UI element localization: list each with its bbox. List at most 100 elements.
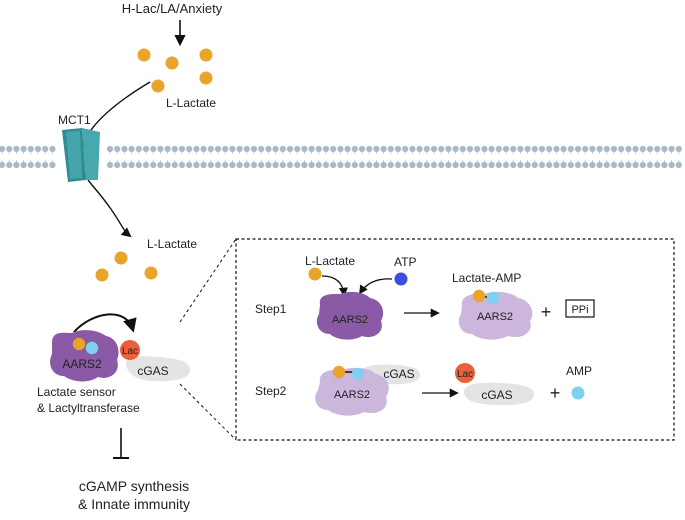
lipid-head: [654, 161, 661, 169]
lipid-head: [150, 161, 157, 169]
lipid-head: [423, 161, 430, 169]
cell-membrane: [0, 145, 682, 169]
main-aars2-cgas-complex: AARS2 cGAS Lac: [50, 313, 190, 382]
lipid-head: [171, 145, 178, 153]
lipid-head: [416, 145, 423, 153]
main-lac-badge: [120, 340, 140, 360]
lipid-head: [596, 145, 603, 153]
step2-aars2-blob: [315, 367, 389, 416]
lipid-head: [142, 145, 150, 153]
lipid-head: [27, 145, 34, 153]
lipid-head: [459, 145, 466, 153]
lipid-head: [308, 161, 315, 169]
step2-lac-badge: [455, 363, 475, 383]
lipid-head: [229, 161, 236, 169]
lipid-head: [538, 161, 546, 169]
lipid-head: [106, 161, 114, 169]
step1-plus: +: [541, 302, 552, 322]
lipid-head: [6, 161, 13, 169]
lipid-head: [618, 145, 625, 153]
lipid-head: [164, 145, 171, 153]
lipid-head: [524, 161, 531, 169]
lipid-head: [488, 161, 495, 169]
step2-aars2-label: AARS2: [334, 389, 370, 401]
lipid-head: [430, 161, 438, 169]
lipid-head: [49, 161, 56, 169]
lipid-head: [330, 161, 337, 169]
lipid-head: [42, 145, 49, 153]
main-cgas-blob: [126, 356, 190, 382]
lipid-head: [517, 145, 524, 153]
lipid-head: [121, 161, 128, 169]
lipid-head: [560, 145, 567, 153]
lipid-head: [402, 145, 409, 153]
lipid-head: [510, 145, 517, 153]
lipid-head: [20, 161, 27, 169]
lipid-head: [466, 161, 474, 169]
lipid-head: [546, 161, 553, 169]
lipid-head: [0, 145, 6, 153]
lipid-head: [358, 145, 366, 153]
step2-amp-dot: [351, 367, 365, 381]
lipid-head: [106, 145, 114, 153]
main-lactate-dot: [72, 337, 86, 351]
lipid-head: [250, 145, 258, 153]
step2-label: Step2: [255, 384, 287, 398]
lipid-head: [610, 161, 618, 169]
lipid-head: [438, 161, 445, 169]
lipid-head: [438, 145, 445, 153]
lipid-head: [474, 145, 481, 153]
lipid-head: [265, 145, 272, 153]
lipid-head: [135, 145, 142, 153]
lipid-head: [308, 145, 315, 153]
lipid-head: [49, 145, 56, 153]
step1-atp-label: ATP: [394, 255, 416, 269]
lipid-head: [409, 145, 416, 153]
mct1-transporter: [62, 128, 100, 182]
lipid-head: [193, 145, 200, 153]
lipid-head: [164, 161, 171, 169]
lipid-head: [373, 161, 380, 169]
lipid-head: [186, 145, 193, 153]
lipid-head: [222, 145, 229, 153]
lipid-head: [142, 161, 150, 169]
lipid-head: [495, 161, 502, 169]
lipid-head: [668, 145, 675, 153]
amp-label: AMP: [566, 364, 592, 378]
lipid-head: [128, 161, 135, 169]
lipid-head: [409, 161, 416, 169]
lipid-head: [286, 145, 294, 153]
lipid-head: [6, 145, 13, 153]
lipid-head: [661, 145, 668, 153]
lipid-head: [596, 161, 603, 169]
lipid-head: [301, 161, 308, 169]
lipid-head: [366, 161, 373, 169]
lipid-head: [178, 161, 186, 169]
lipid-head: [366, 145, 373, 153]
lipid-head: [344, 161, 351, 169]
lipid-head: [445, 161, 452, 169]
step1-aars2-blob: [316, 291, 384, 340]
lipid-head: [279, 161, 286, 169]
lipid-head: [423, 145, 430, 153]
lipid-head: [42, 161, 49, 169]
lipid-head: [502, 145, 510, 153]
lipid-head: [625, 161, 632, 169]
lipid-head: [474, 161, 481, 169]
step1-lactate-label: L-Lactate: [305, 254, 355, 268]
step2-cgas-label: cGAS: [383, 367, 414, 381]
lipid-head: [200, 161, 207, 169]
main-cgas-label: cGAS: [137, 364, 168, 378]
lipid-head: [243, 145, 250, 153]
lipid-head: [546, 145, 553, 153]
step2-lactate-dot: [332, 365, 346, 379]
lipid-head: [560, 161, 567, 169]
lactate-dot: [95, 268, 109, 282]
step2-lac-label: Lac: [457, 369, 473, 380]
lipid-head: [639, 161, 646, 169]
lactate-inside-label: L-Lactate: [147, 237, 197, 251]
main-aars2-blob: [50, 330, 119, 382]
lipid-head: [481, 145, 488, 153]
lactate-outside-label: L-Lactate: [166, 96, 216, 110]
lipid-head: [538, 145, 546, 153]
